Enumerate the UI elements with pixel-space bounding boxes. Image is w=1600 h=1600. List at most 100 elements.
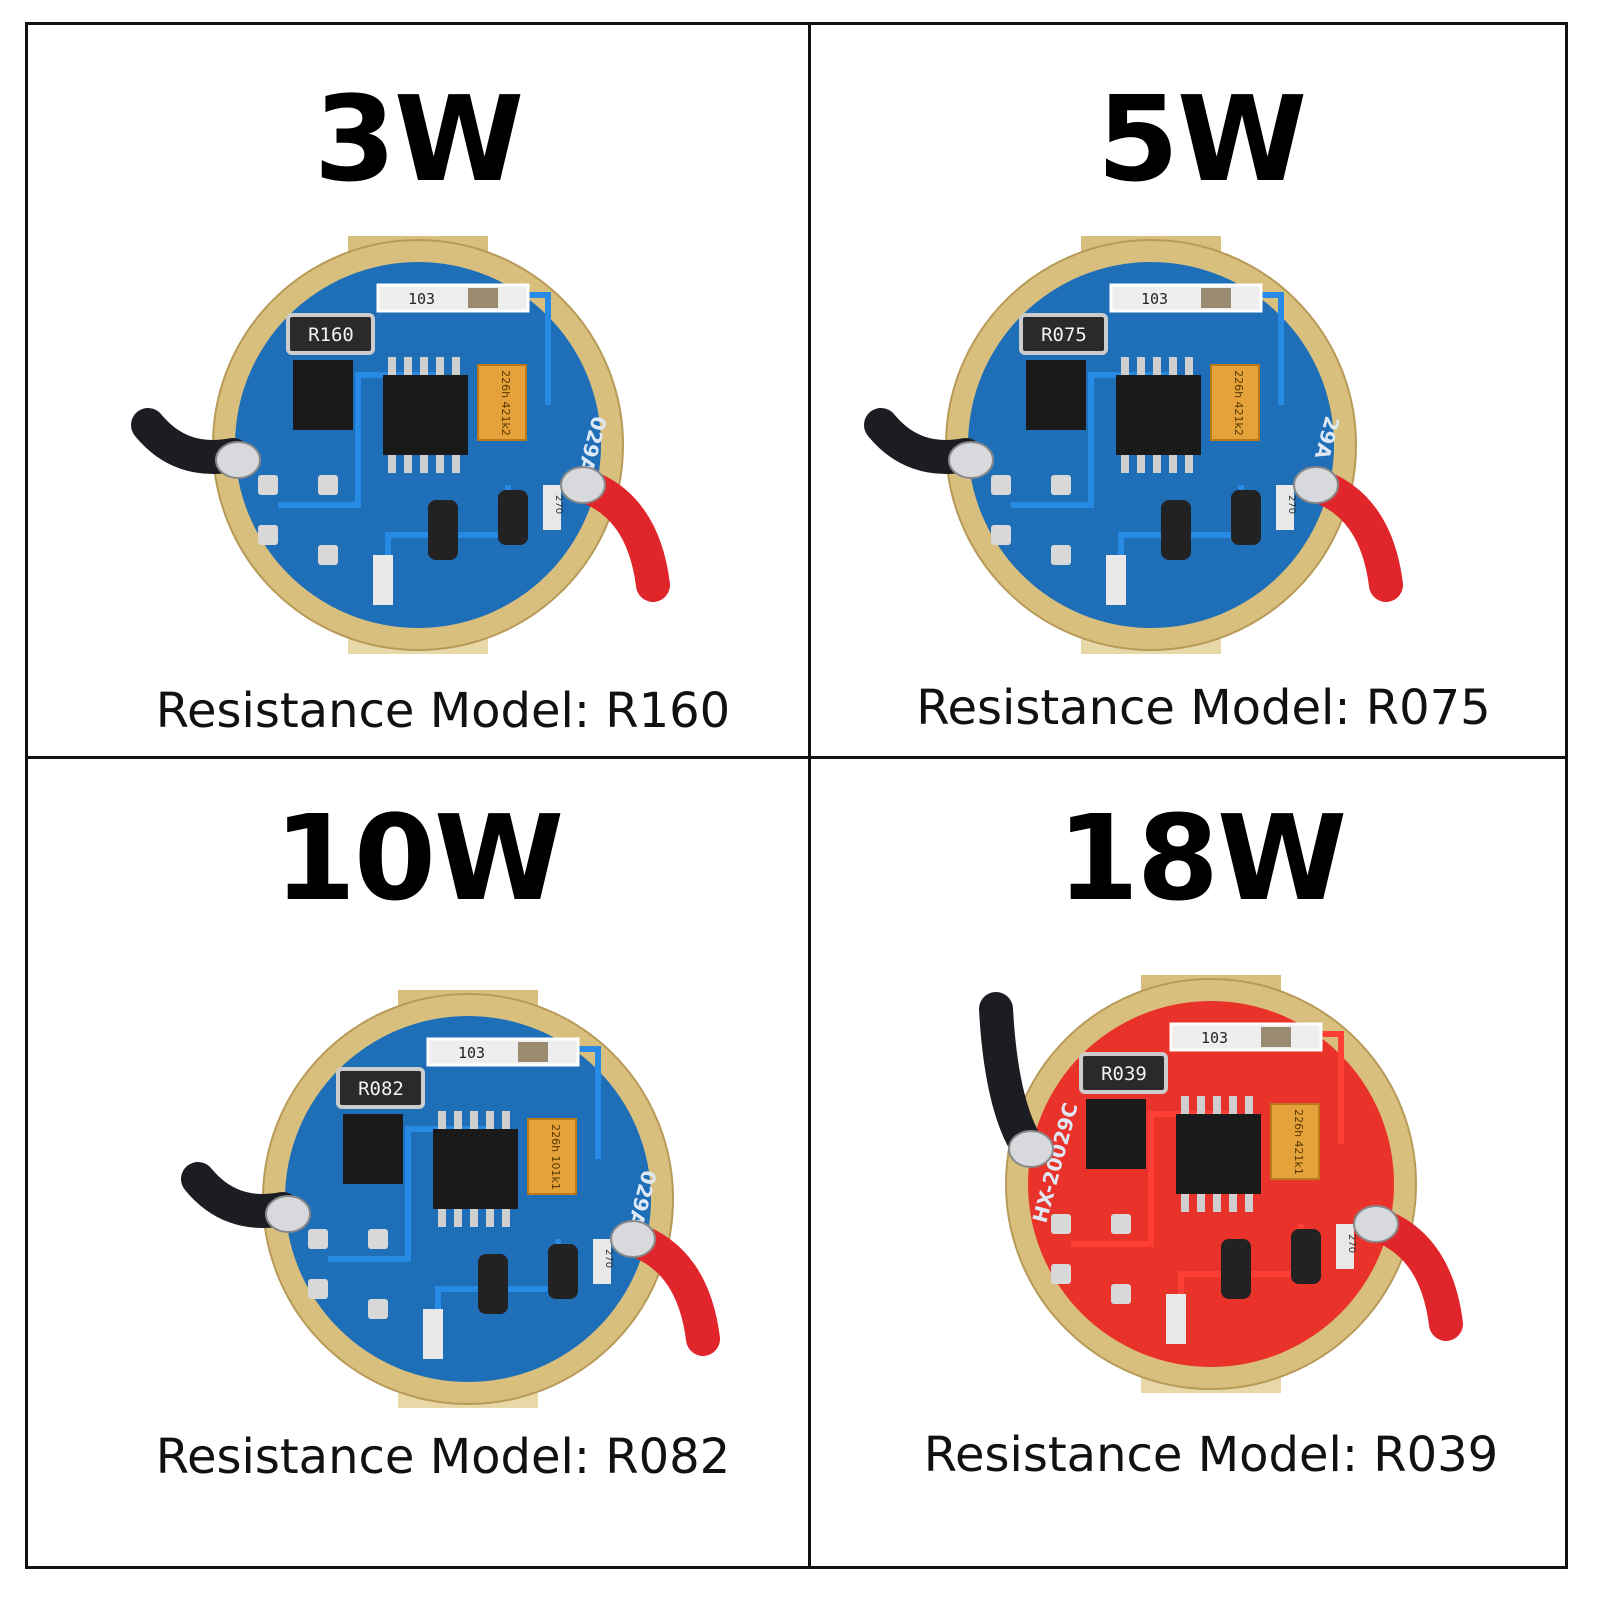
solder-pad [1051, 1214, 1071, 1234]
ic-pin [1229, 1194, 1237, 1212]
driver-ic [1116, 375, 1201, 455]
solder-pad [318, 545, 338, 565]
solder-pad [1051, 545, 1071, 565]
diode [1221, 1239, 1251, 1299]
tantalum-capacitor [1210, 364, 1260, 441]
solder-pad [1051, 475, 1071, 495]
ic-pin [1169, 357, 1177, 375]
solder-pad [318, 475, 338, 495]
solder-joint [1353, 1205, 1399, 1243]
capacitor-ceramic [1201, 288, 1231, 308]
solder-pad [1111, 1284, 1131, 1304]
capacitor-ceramic [468, 288, 498, 308]
ic-pin [1197, 1194, 1205, 1212]
resistor-row [1109, 283, 1263, 313]
mosfet [293, 360, 353, 430]
small-resistor [1336, 1224, 1354, 1269]
capacitor-label: 226h 421k1 [1292, 1109, 1305, 1175]
solder-pad [1051, 1264, 1071, 1284]
ic-pin [1121, 357, 1129, 375]
diode [1291, 1229, 1321, 1284]
ic-pin [486, 1209, 494, 1227]
resistance-caption: Resistance Model: R082 [155, 1429, 731, 1485]
ic-pin [404, 455, 412, 473]
ic-pin [436, 455, 444, 473]
ic-pin [1121, 455, 1129, 473]
ic-pin [1197, 1096, 1205, 1114]
resistor-row [1169, 1022, 1323, 1052]
sense-resistor-label: R082 [358, 1078, 404, 1100]
driver-ic [383, 375, 468, 455]
power-title: 10W [273, 789, 564, 927]
solder-joint [1293, 466, 1339, 504]
ic-pin [388, 455, 396, 473]
diode [498, 490, 528, 545]
bottom-resistor [373, 555, 393, 605]
capacitor-label: 226h 421k2 [1232, 370, 1245, 436]
resistance-caption: Resistance Model: R039 [923, 1427, 1499, 1483]
solder-pad [258, 525, 278, 545]
capacitor-ceramic [518, 1042, 548, 1062]
ic-pin [420, 455, 428, 473]
diode [1161, 500, 1191, 560]
sense-resistor-label: R039 [1101, 1063, 1147, 1085]
solder-pad [368, 1299, 388, 1319]
panel-grid [25, 22, 1568, 1569]
resistor-label: 103 [408, 290, 435, 308]
ic-pin [454, 1111, 462, 1129]
ic-pin [1185, 357, 1193, 375]
small-resistor-label: 270 [1286, 495, 1297, 514]
solder-pad [1111, 1214, 1131, 1234]
capacitor-label: 226h 421k2 [499, 370, 512, 436]
mosfet [1086, 1099, 1146, 1169]
ic-pin [1245, 1096, 1253, 1114]
ic-pin [1185, 455, 1193, 473]
diode [478, 1254, 508, 1314]
bottom-resistor [1166, 1294, 1186, 1344]
ic-pin [1213, 1096, 1221, 1114]
resistor-row [426, 1037, 580, 1067]
ic-pin [1153, 357, 1161, 375]
driver-ic [1176, 1114, 1261, 1194]
sense-resistor [1019, 313, 1108, 355]
ic-pin [486, 1111, 494, 1129]
ic-pin [452, 455, 460, 473]
ic-pin [438, 1209, 446, 1227]
ic-pin [1213, 1194, 1221, 1212]
ic-pin [436, 357, 444, 375]
small-resistor [543, 485, 561, 530]
solder-pad [991, 475, 1011, 495]
solder-pad [258, 475, 278, 495]
ic-pin [452, 357, 460, 375]
solder-joint [560, 466, 606, 504]
ic-pin [502, 1209, 510, 1227]
ic-pin [1137, 455, 1145, 473]
solder-joint [1008, 1130, 1054, 1168]
resistor-label: 103 [458, 1044, 485, 1062]
power-title: 18W [1056, 789, 1347, 927]
mosfet [343, 1114, 403, 1184]
resistor-label: 103 [1201, 1029, 1228, 1047]
ic-pin [420, 357, 428, 375]
diode [548, 1244, 578, 1299]
ic-pin [470, 1111, 478, 1129]
solder-pad [308, 1229, 328, 1249]
ic-pin [470, 1209, 478, 1227]
mosfet [1026, 360, 1086, 430]
ic-pin [454, 1209, 462, 1227]
solder-pad [991, 525, 1011, 545]
solder-joint [610, 1220, 656, 1258]
bottom-resistor [423, 1309, 443, 1359]
bottom-resistor [1106, 555, 1126, 605]
diode [428, 500, 458, 560]
resistor-row [376, 283, 530, 313]
ic-pin [1229, 1096, 1237, 1114]
small-resistor [1276, 485, 1294, 530]
resistor-label: 103 [1141, 290, 1168, 308]
sense-resistor-label: R160 [308, 324, 354, 346]
tantalum-capacitor [477, 364, 527, 441]
